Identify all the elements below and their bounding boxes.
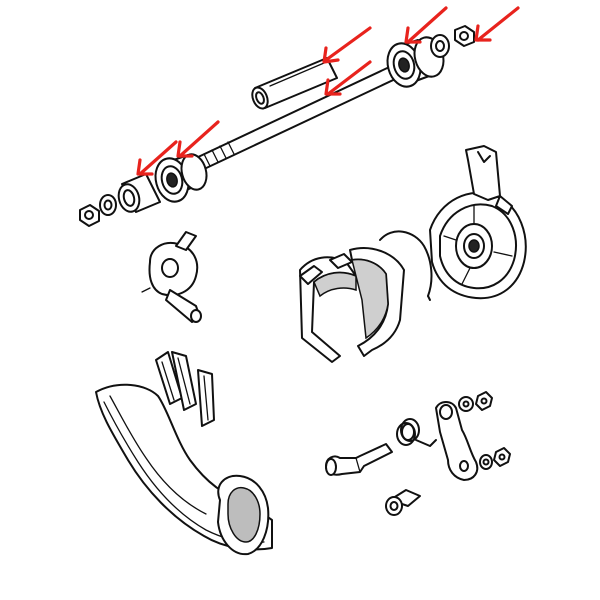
speedometer-drive-unit: [141, 231, 202, 323]
right-washer: [430, 34, 450, 58]
brake-backplate: [429, 145, 527, 300]
brake-return-spring: [379, 230, 433, 301]
red-arrow-axle: [324, 60, 372, 96]
lever-washer-top: [458, 396, 474, 412]
red-arrow-left-spacer: [136, 140, 178, 176]
right-axle-nut: [454, 25, 475, 47]
red-arrow-spacer-tube: [322, 26, 372, 64]
left-washer: [99, 194, 117, 216]
spacer-tube: [251, 57, 338, 110]
lever-nut-top: [475, 391, 493, 411]
small-bolt: [385, 489, 421, 516]
left-wheel-bearing: [154, 153, 208, 203]
red-arrow-right-nut: [474, 6, 520, 42]
brake-cam-pivot-pin: [325, 443, 393, 476]
brake-cam-spring: [396, 418, 437, 447]
left-bearing-spacer: [117, 173, 161, 213]
red-arrow-right-bearing: [404, 6, 448, 44]
right-wheel-bearing: [386, 36, 445, 88]
lever-nut-lower: [493, 447, 511, 467]
lever-washer-lower: [479, 454, 493, 470]
brake-shoe-pair: [299, 247, 405, 363]
wheel-rim-with-tyre: [95, 351, 273, 556]
brake-operating-lever: [435, 401, 479, 481]
left-axle-nut: [79, 204, 100, 227]
red-arrow-left-bearing: [176, 120, 220, 158]
